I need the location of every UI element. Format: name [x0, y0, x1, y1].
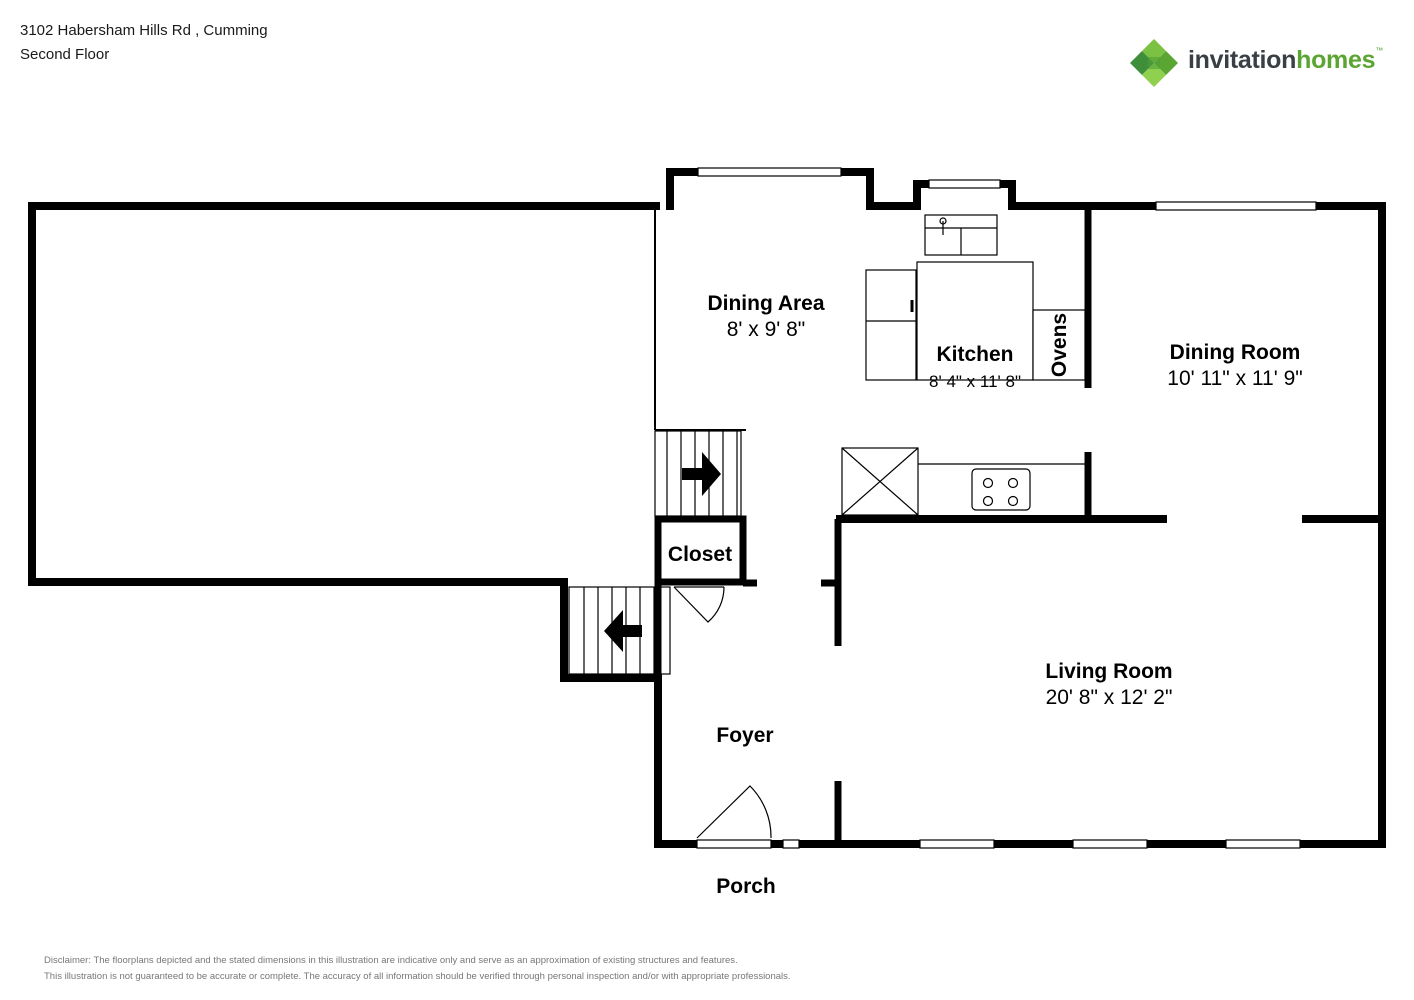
- disclaimer-line-2: This illustration is not guaranteed to b…: [44, 971, 791, 982]
- dining-area-label: Dining Area: [707, 292, 824, 315]
- closet-label: Closet: [668, 543, 732, 566]
- exterior-walls: [28, 168, 1386, 848]
- living-room-label: Living Room: [1045, 660, 1172, 683]
- disclaimer-line-1: Disclaimer: The floorplans depicted and …: [44, 955, 738, 966]
- brand-wordmark: invitationhomes™: [1188, 46, 1383, 74]
- ovens-cabinet: [1032, 309, 1086, 381]
- dining-room-dims: 10' 11" x 11' 9": [1167, 367, 1302, 390]
- doors: [673, 586, 772, 839]
- entry-door-icon: [696, 785, 772, 839]
- porch-label: Porch: [716, 875, 776, 898]
- arrow-right-icon: [682, 452, 721, 496]
- windows: [696, 167, 1317, 849]
- dining-area-dims: 8' x 9' 8": [727, 318, 806, 341]
- interior-walls: [654, 206, 1382, 844]
- floor-label: Second Floor: [20, 46, 110, 63]
- ovens-label: Ovens: [1048, 313, 1071, 377]
- counter-left: [865, 269, 917, 381]
- kitchen-label: Kitchen: [936, 343, 1013, 366]
- living-room-dims: 20' 8" x 12' 2": [1046, 686, 1173, 709]
- arrow-left-icon: [604, 610, 642, 652]
- address-title: 3102 Habersham Hills Rd , Cumming: [20, 22, 268, 39]
- closet-door-icon: [673, 586, 725, 623]
- foyer-label: Foyer: [716, 724, 773, 747]
- stove-icon: [971, 468, 1031, 511]
- kitchen-island: [916, 261, 1034, 381]
- kitchen-dims: 8' 4" x 11' 8": [929, 372, 1021, 391]
- brand-logo: invitationhomes™: [1128, 37, 1388, 89]
- diamond-cluster-logo-icon: [1130, 39, 1178, 87]
- dining-room-label: Dining Room: [1170, 341, 1301, 364]
- kitchen-fixtures: [841, 214, 1086, 516]
